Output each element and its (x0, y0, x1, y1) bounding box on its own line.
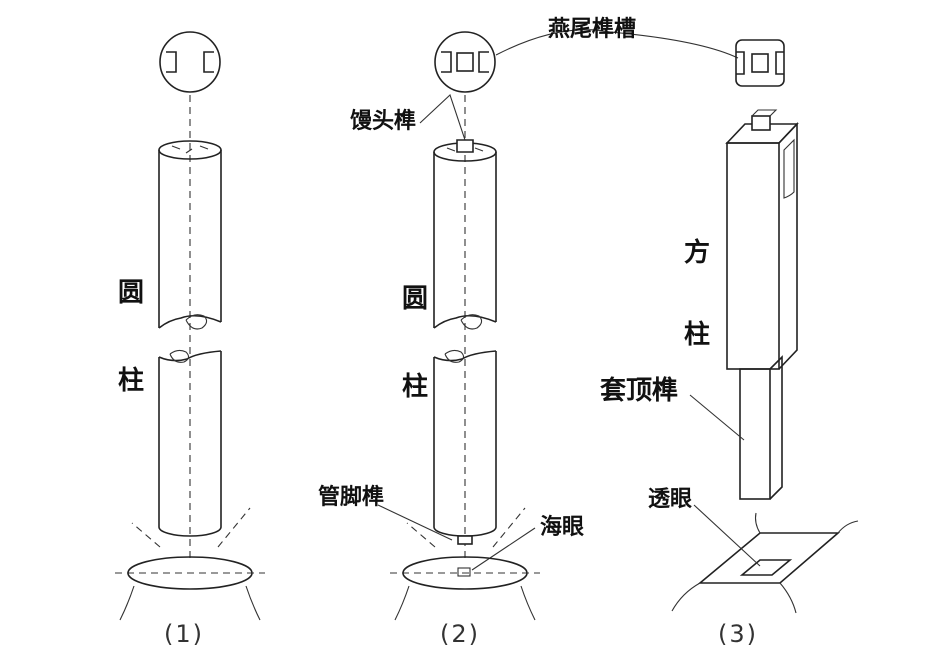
panel-2-detail-circle (434, 31, 496, 93)
panel-1-base-stone (115, 507, 265, 621)
panel-2-dovetail-leader (495, 29, 739, 59)
panel-2-base-stone (390, 507, 540, 621)
panel-2-caption: (2) (440, 620, 480, 648)
panel-3-taoding-tenon (739, 355, 783, 500)
panel-3-touyan-leader (693, 504, 761, 567)
panel-1-detail-circle (159, 31, 221, 93)
panel-3-base-stone (671, 512, 859, 614)
panel-1-column-label-bottom: 柱 (118, 366, 145, 396)
label-dovetail-slot: 燕尾榫槽 (548, 16, 637, 42)
panel-1-round-column (115, 31, 265, 621)
panel-1-upper-cylinder (158, 140, 222, 330)
panel-1-column-label-top: 圆 (118, 278, 145, 308)
panel-3-column-body (725, 109, 799, 370)
panel-2-haiyan-leader (471, 527, 536, 571)
panel-2-guanjiao-leader (377, 504, 453, 541)
panel-3-column-label-bottom: 柱 (684, 320, 711, 350)
label-guanjiao-tenon: 管脚榫 (318, 484, 385, 510)
panel-1-caption: (1) (164, 620, 204, 648)
panel-3-square-column (671, 39, 859, 614)
label-haiyan: 海眼 (540, 514, 585, 540)
panel-2-upper-cylinder (433, 139, 497, 330)
panel-2-mantou-leader (419, 94, 466, 141)
panel-3-column-label-top: 方 (684, 238, 711, 268)
panel-3-taoding-leader (689, 394, 745, 441)
label-taoding-tenon: 套顶榫 (600, 376, 679, 406)
panel-2-lower-cylinder (433, 349, 497, 545)
panel-2-round-column (377, 29, 739, 621)
panel-1-lower-cylinder (158, 349, 222, 537)
panel-3-detail-square (735, 39, 785, 87)
panel-2-column-label-bottom: 柱 (402, 372, 429, 402)
panel-3-caption: (3) (718, 620, 758, 648)
label-mantou-tenon: 馒头榫 (350, 108, 417, 134)
label-touyan: 透眼 (648, 486, 693, 512)
panel-2-column-label-top: 圆 (402, 284, 429, 314)
